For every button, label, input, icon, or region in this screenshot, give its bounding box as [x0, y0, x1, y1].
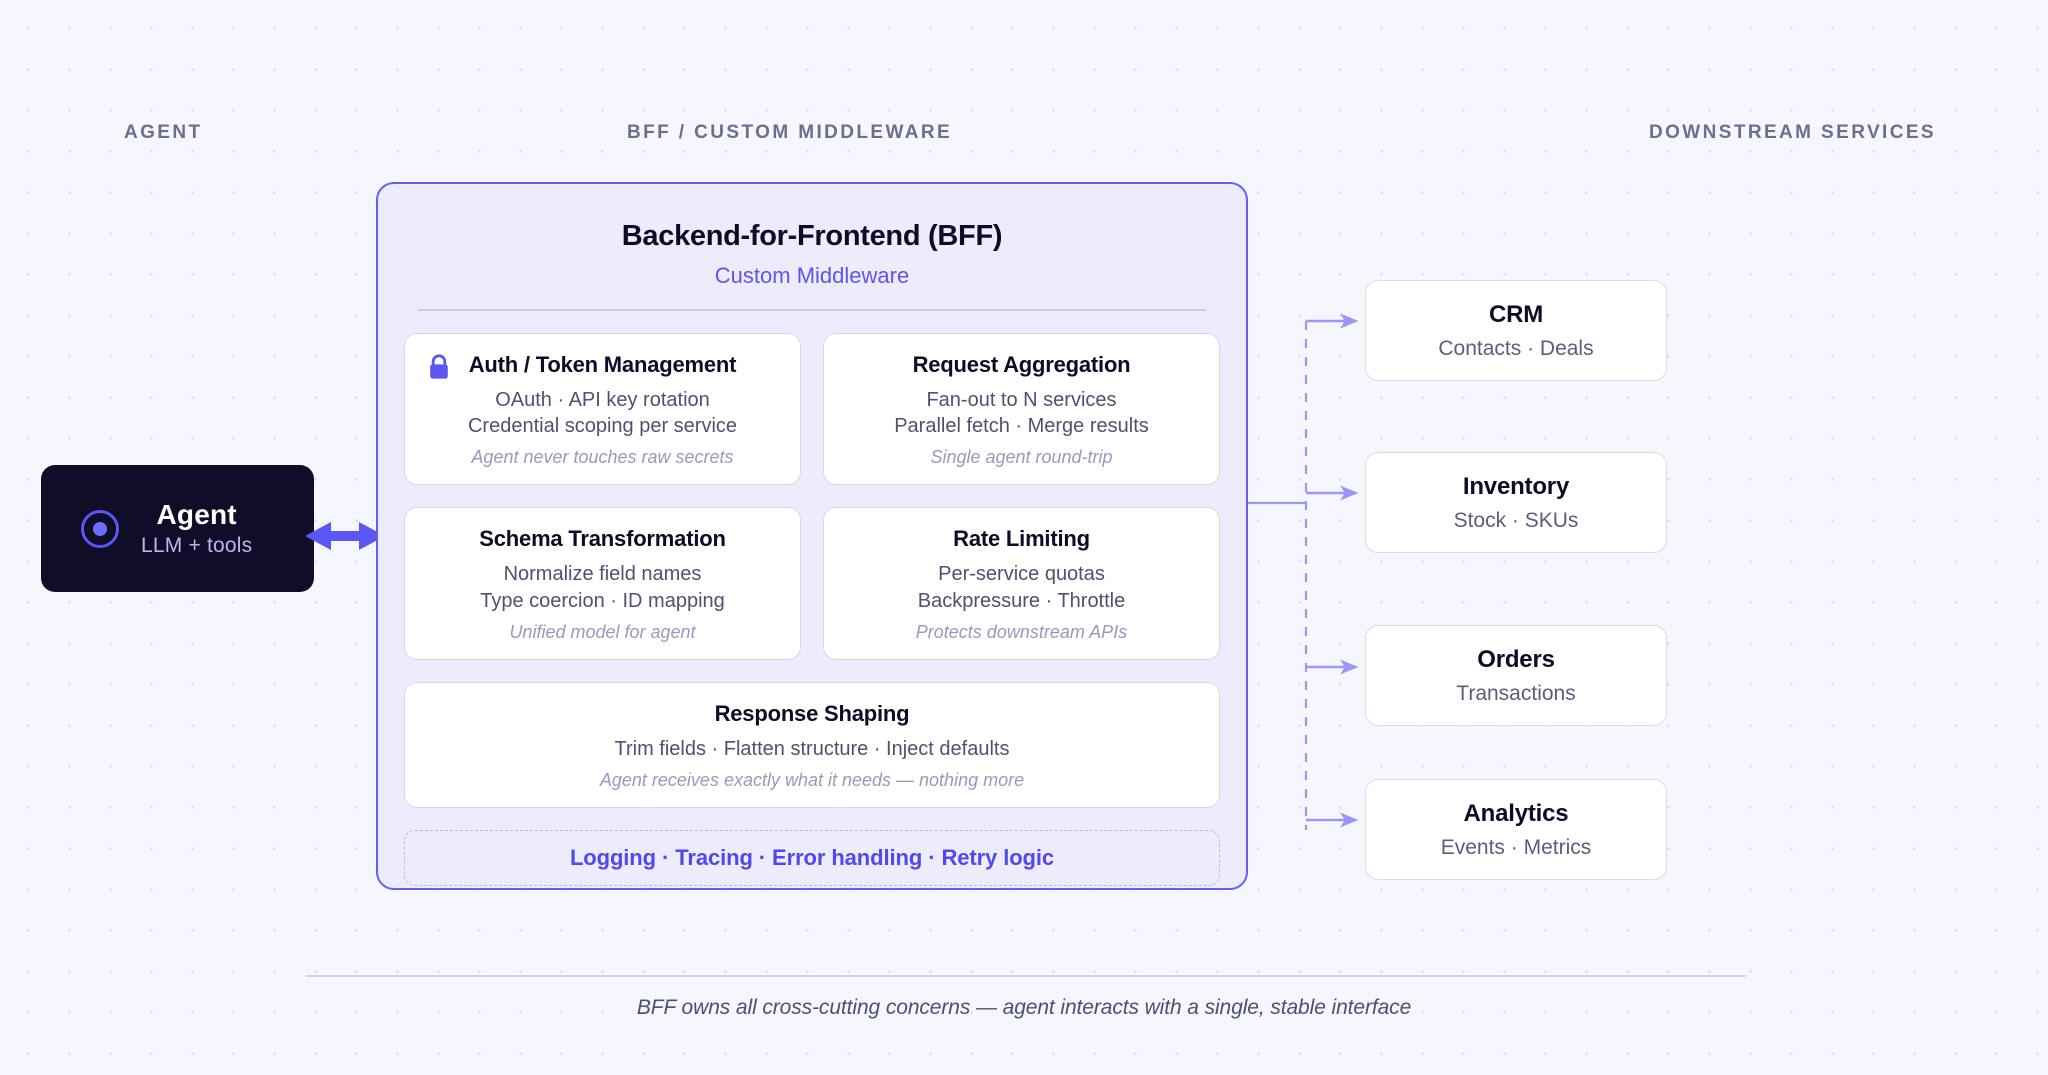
capability-card-auth[interactable]: Auth / Token Management OAuth · API key …: [404, 332, 801, 486]
card-title: Schema Transformation: [479, 526, 726, 552]
service-subtitle: Stock · SKUs: [1453, 508, 1579, 532]
agent-subtitle: LLM + tools: [141, 534, 253, 557]
capability-card-schema-transformation[interactable]: Schema Transformation Normalize field na…: [404, 507, 801, 660]
service-subtitle: Events · Metrics: [1440, 835, 1592, 859]
card-note: Agent never touches raw secrets: [471, 447, 734, 468]
card-note: Protects downstream APIs: [915, 621, 1128, 642]
card-note: Agent receives exactly what it needs — n…: [599, 769, 1025, 790]
bidirectional-arrow-icon: [305, 522, 385, 550]
bff-subtitle: Custom Middleware: [714, 263, 910, 288]
card-line-1: OAuth · API key rotation: [495, 388, 710, 411]
card-line-1: Normalize field names: [503, 563, 702, 586]
bff-title: Backend-for-Frontend (BFF): [621, 220, 1003, 252]
footer-divider: [306, 975, 1746, 977]
service-card-analytics[interactable]: Analytics Events · Metrics: [1365, 779, 1667, 880]
card-line-1: Fan-out to N services: [926, 388, 1117, 411]
service-card-crm[interactable]: CRM Contacts · Deals: [1365, 280, 1667, 381]
service-card-inventory[interactable]: Inventory Stock · SKUs: [1365, 452, 1667, 553]
service-title: Analytics: [1463, 799, 1569, 827]
card-note: Unified model for agent: [509, 621, 696, 642]
card-line-1: Trim fields · Flatten structure · Inject…: [614, 737, 1010, 760]
column-header-downstream: DOWNSTREAM SERVICES: [1649, 122, 1936, 143]
bff-panel: Backend-for-Frontend (BFF) Custom Middle…: [376, 182, 1248, 890]
agent-node[interactable]: Agent LLM + tools: [41, 465, 314, 592]
bff-card-row-2: Schema Transformation Normalize field na…: [404, 507, 1220, 660]
capability-card-response-shaping[interactable]: Response Shaping Trim fields · Flatten s…: [404, 681, 1220, 808]
card-line-2: Parallel fetch · Merge results: [894, 415, 1149, 438]
target-dot-icon: [81, 509, 119, 548]
card-title: Rate Limiting: [953, 526, 1090, 552]
card-line-2: Credential scoping per service: [467, 415, 738, 438]
agent-title: Agent: [156, 499, 237, 530]
bff-card-row-1: Auth / Token Management OAuth · API key …: [404, 332, 1220, 486]
service-subtitle: Transactions: [1456, 681, 1576, 705]
card-title: Response Shaping: [714, 700, 910, 726]
card-title: Auth / Token Management: [468, 351, 737, 377]
card-line-2: Type coercion · ID mapping: [480, 589, 725, 612]
footer-caption: BFF owns all cross-cutting concerns — ag…: [636, 996, 1412, 1019]
service-subtitle: Contacts · Deals: [1438, 336, 1594, 360]
service-title: Orders: [1477, 645, 1555, 673]
lock-icon: [430, 354, 448, 379]
service-title: CRM: [1488, 300, 1544, 328]
bff-divider: [418, 309, 1206, 311]
service-title: Inventory: [1462, 472, 1570, 500]
capability-card-rate-limiting[interactable]: Rate Limiting Per-service quotas Backpre…: [823, 507, 1220, 660]
service-card-orders[interactable]: Orders Transactions: [1365, 625, 1667, 726]
card-line-1: Per-service quotas: [938, 563, 1105, 586]
capability-card-request-aggregation[interactable]: Request Aggregation Fan-out to N service…: [823, 332, 1220, 486]
card-note: Single agent round-trip: [930, 447, 1113, 468]
agent-labels: Agent LLM + tools: [141, 499, 252, 558]
column-header-agent: AGENT: [124, 122, 203, 143]
card-line-2: Backpressure · Throttle: [917, 589, 1126, 612]
card-title: Request Aggregation: [912, 351, 1131, 377]
cross-cutting-concerns-banner: Logging · Tracing · Error handling · Ret…: [404, 829, 1220, 886]
column-header-bff: BFF / CUSTOM MIDDLEWARE: [627, 122, 953, 143]
